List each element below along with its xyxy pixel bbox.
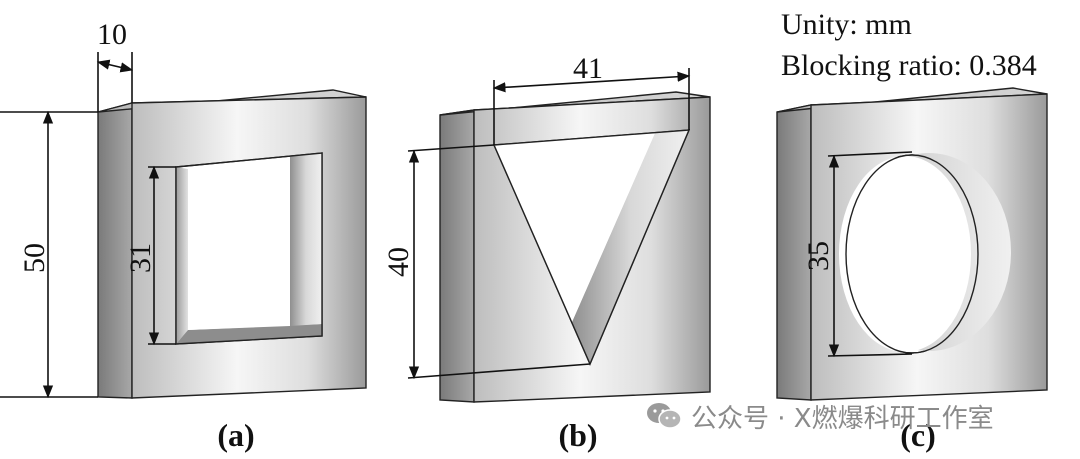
blocking-ratio-label: Blocking ratio: 0.384 <box>781 49 1037 82</box>
unity-label: Unity: mm <box>781 8 912 41</box>
caption-c: (c) <box>900 417 936 453</box>
dim-a-thickness: 10 <box>97 18 127 51</box>
hole-c-opening <box>839 156 971 352</box>
panel-a: 10 50 31 (a) <box>0 18 367 453</box>
wechat-icon <box>647 403 682 429</box>
watermark-text: 公众号 · X燃爆科研工作室 <box>691 403 994 434</box>
dim-b-height: 40 <box>382 247 415 277</box>
caption-a: (a) <box>217 417 254 453</box>
dim-b-top: 41 <box>573 52 603 85</box>
hole-a-left-wall <box>176 167 188 344</box>
dim-c-diameter: 35 <box>802 241 835 271</box>
hole-a-right-wall <box>290 153 322 326</box>
watermark: 公众号 · X燃爆科研工作室 <box>645 396 994 436</box>
dim-a-outer: 50 <box>18 243 51 273</box>
panel-c: 35 (c) <box>776 87 1048 453</box>
hole-b-opening <box>494 133 655 322</box>
hole-b-right-wall <box>572 130 689 364</box>
hole-a-opening <box>188 158 290 330</box>
panel-b: 41 40 (b) <box>382 52 711 453</box>
caption-b: (b) <box>558 417 597 453</box>
plate-b-left-side <box>439 109 475 403</box>
dim-a-inner: 31 <box>124 243 157 273</box>
